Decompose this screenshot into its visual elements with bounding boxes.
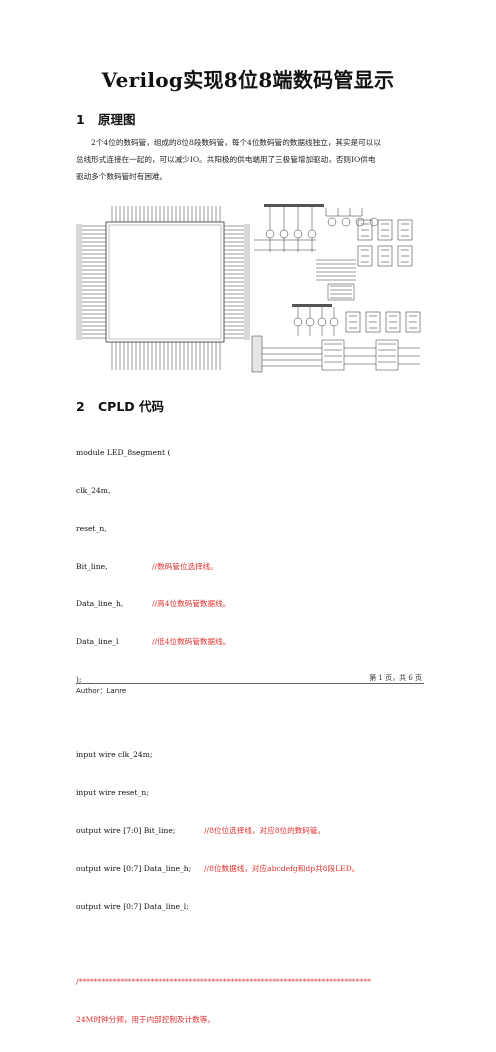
code-line: Bit_line,//数码管位选择线。 [76, 561, 218, 571]
code-block: module LED_8segment ( clk_24m, reset_n, … [76, 422, 371, 1052]
code-line: ​ [76, 712, 371, 725]
code-comment: /***************************************… [76, 977, 371, 987]
page-number: 第 1 页，共 6 页 [369, 674, 422, 682]
code-comment: //8位位选择线，对应8位的数码管。 [204, 826, 326, 835]
section-title: 原理图 [98, 112, 136, 127]
code-comment: 24M时钟分频，用于内部控制及计数等。 [76, 1014, 215, 1024]
code-line: module LED_8segment ( [76, 448, 171, 458]
code-line: output wire [7:0] Bit_line;//8位位选择线，对应8位… [76, 826, 326, 835]
code-line: /***************************************… [76, 976, 371, 989]
section-number: 2 [76, 399, 85, 414]
code-comment: //8位数据线，对应abcdefg和dp共8段LED。 [204, 863, 360, 873]
section-1-paragraph: 2个4位的数码管，组成的8位8段数码管，每个4位数码管的数据线独立，其实是可以以… [76, 134, 424, 185]
code-comment: //高4位数码管数据线。 [152, 599, 231, 609]
code-line: ​ [76, 938, 371, 951]
code-line: input wire clk_24m; [76, 750, 153, 760]
document-page: Verilog实现8位8端数码管显示 1 原理图 2个4位的数码管，组成的8位8段… [76, 68, 424, 1024]
section-heading-2: 2 CPLD 代码 [76, 396, 164, 415]
code-line: Data_line_h,//高4位数码管数据线。 [76, 599, 231, 609]
code-line: input wire reset_n; [76, 788, 149, 798]
footer-author: Author：Lanre [76, 687, 127, 695]
code-comment: //低4位数码管数据线。 [152, 637, 231, 647]
section-number: 1 [76, 112, 85, 127]
paragraph-line: 总线形式连接在一起的，可以减少IO。共阳极的供电端用了三极管增加驱动，否则IO供… [76, 155, 376, 164]
footer-divider [76, 683, 424, 684]
code-line: output wire [0:7] Data_line_l; [76, 901, 189, 911]
code-line: 24M时钟分频，用于内部控制及计数等。 [76, 1014, 371, 1027]
code-comment: //数码管位选择线。 [152, 561, 218, 571]
code-line: Data_line_l//低4位数码管数据线。 [76, 637, 231, 647]
schematic-image [76, 204, 421, 373]
document-title: Verilog实现8位8端数码管显示 [101, 68, 395, 92]
code-line: ); [76, 674, 82, 684]
code-line: output wire [0:7] Data_line_h;//8位数据线，对应… [76, 863, 360, 873]
section-title: CPLD 代码 [98, 399, 165, 414]
paragraph-line: 2个4位的数码管，组成的8位8段数码管，每个4位数码管的数据线独立，其实是可以以 [91, 138, 381, 147]
code-line: clk_24m, [76, 485, 111, 495]
paragraph-line: 驱动多个数码管时有困难。 [76, 172, 168, 181]
code-line: reset_n, [76, 523, 107, 533]
section-heading-1: 1 原理图 [76, 109, 136, 128]
